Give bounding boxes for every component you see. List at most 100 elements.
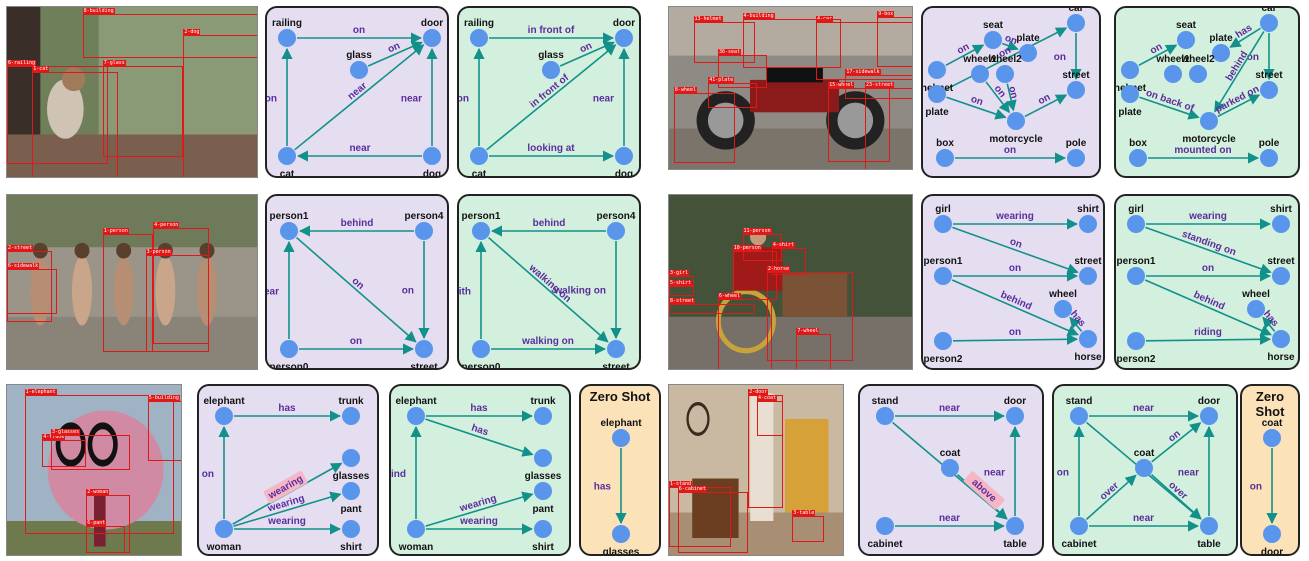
node-label: glasses [603, 547, 640, 556]
node-label: door [613, 18, 635, 29]
prediction-panel: onononnearnearnearrailingdoorglasscatdog [265, 6, 449, 178]
graph-node [215, 407, 233, 425]
edge-label: has [278, 403, 296, 414]
scene-graph: in front ofonstanding onin front ofnearl… [459, 18, 635, 178]
graph-node [1189, 65, 1207, 83]
graph-node [1006, 407, 1024, 425]
graph-node [542, 61, 560, 79]
bounding-box-label: 4-trunk [42, 434, 66, 442]
edge-label: on [1003, 33, 1018, 48]
edge-label: has [594, 482, 612, 493]
edge-label: parked on [1214, 84, 1262, 116]
bounding-box-label: 6-wheel [718, 292, 742, 300]
node-label: pant [340, 504, 362, 515]
node-label: street [410, 362, 438, 370]
edge-label: near [593, 94, 614, 105]
edge-arrow [1005, 83, 1017, 112]
bounding-box-label: 15-wheel [828, 81, 855, 89]
node-label: horse [1074, 352, 1102, 363]
graph-node [534, 407, 552, 425]
bounding-box-label: 1-cat [32, 66, 50, 74]
edge-label: on [1009, 327, 1021, 338]
graph-node [612, 429, 630, 447]
bounding-box-label: 7-glass [102, 59, 126, 67]
edge-label: on [969, 94, 984, 108]
photo-illustration [669, 385, 843, 555]
edge-label: behind [391, 469, 406, 480]
edge-label: with [459, 287, 471, 298]
node-label: plate [1118, 107, 1142, 118]
edge-label: on [386, 40, 402, 55]
edge-label: wearing [459, 516, 498, 527]
edge-label: on [353, 25, 365, 36]
node-label: glasses [525, 471, 562, 482]
bounding-box-label: 5-shirt [669, 280, 693, 288]
node-label: street [1267, 256, 1295, 267]
prediction-panel: onononononononononseatplatecarhelmetwhee… [921, 6, 1101, 178]
graph-node [1164, 65, 1182, 83]
graph-node [1200, 407, 1218, 425]
node-label: shirt [1077, 204, 1099, 215]
edge-arrow [294, 44, 425, 151]
bounding-box: 4-trunk [42, 434, 87, 467]
edge-label: mounted on [1174, 145, 1231, 156]
scene-graph: has elephant glasses [594, 418, 642, 556]
graph-node [278, 29, 296, 47]
edge-label: on [1008, 236, 1023, 250]
node-label: railing [272, 18, 302, 29]
scene-graph: behindononnearonperson1person4person0str… [267, 211, 444, 370]
edge-label: on [1250, 482, 1262, 493]
node-label: seat [1176, 20, 1197, 31]
bounding-box-label: 6-pant [86, 520, 107, 528]
node-label: elephant [600, 418, 642, 429]
edge-label: on [350, 276, 366, 292]
graph-node [607, 222, 625, 240]
edge-arrow [1229, 27, 1261, 48]
graph-node [615, 29, 633, 47]
bounding-box-label: 8-street [669, 298, 696, 306]
node-label: shirt [1270, 204, 1292, 215]
bounding-box: 6-railing [7, 59, 108, 165]
bounding-box: 1-cat [32, 66, 118, 177]
edge-arrow [1214, 31, 1265, 113]
bounding-box: 1-person [102, 227, 154, 353]
scene-graph: nearonabovenearnearstanddoorcoatcabinett… [867, 396, 1027, 550]
edge-arrow [951, 279, 1079, 336]
edge-label: on [1006, 85, 1019, 99]
bounding-box-label: 11-person [742, 227, 772, 235]
edge-label: behind [1192, 289, 1226, 312]
node-label: street [1062, 70, 1090, 81]
bounding-box: 2-dog [183, 28, 257, 177]
edge-label: on [402, 286, 414, 297]
graph-node [1272, 215, 1290, 233]
bounding-box: 3-glasses [51, 429, 131, 470]
node-label: cat [472, 169, 487, 178]
bounding-box: 9-box [877, 11, 912, 67]
node-label: person4 [405, 211, 444, 222]
graph-node [1260, 81, 1278, 99]
edge-label: on [1004, 145, 1016, 156]
bounding-box-label: 2-woman [86, 489, 110, 497]
edge-label: on [1054, 52, 1066, 63]
graph-node [936, 149, 954, 167]
edge-arrow [946, 96, 1007, 120]
edge-arrow [296, 236, 417, 343]
edge-arrow [488, 236, 609, 343]
graph-node [984, 31, 1002, 49]
bounding-box-label: 1-elephant [24, 389, 57, 397]
edge-arrow [1138, 44, 1178, 66]
bounding-box: 6-wheel [718, 292, 772, 369]
ground-truth-panel: hashasbehindwearingwearingelephanttrunkg… [389, 384, 571, 556]
graph-node [1127, 332, 1145, 350]
bounding-box-label: 2-street [7, 245, 34, 253]
edge-label: near [1133, 513, 1154, 524]
